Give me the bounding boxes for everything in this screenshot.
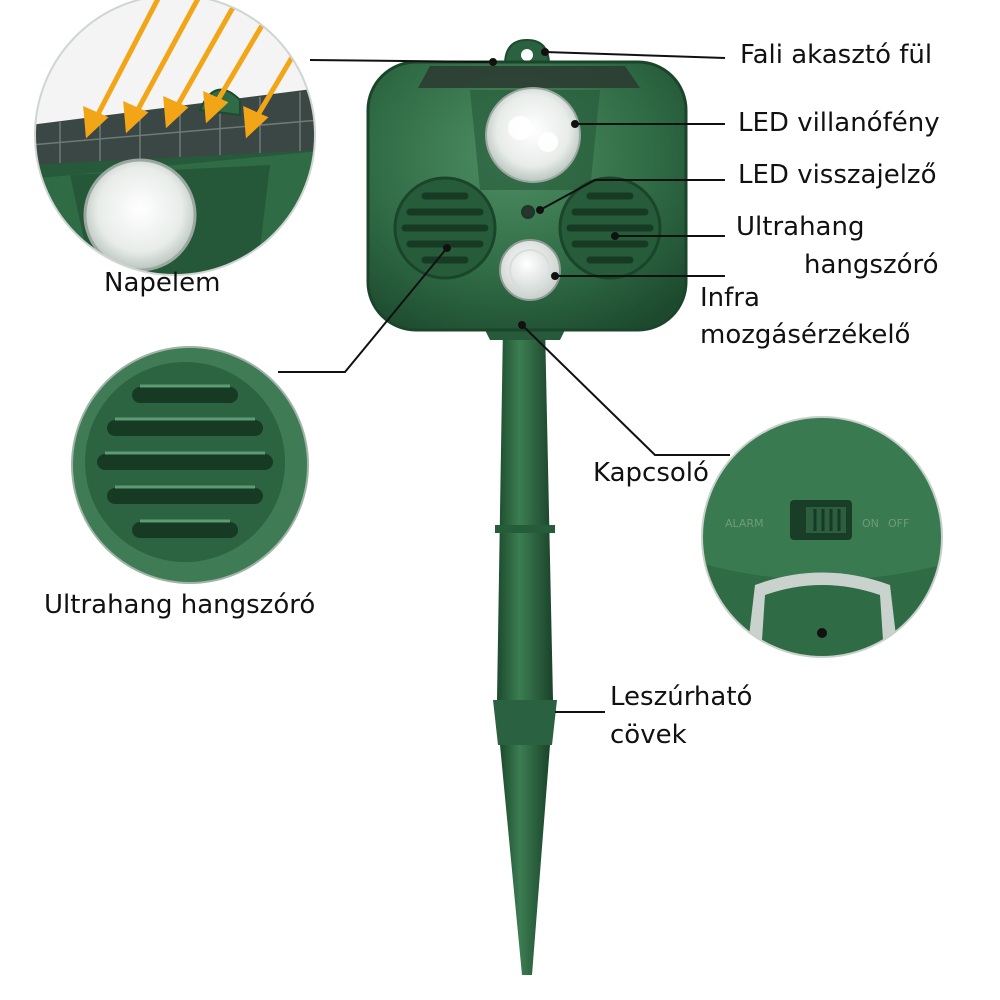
- main-device: [366, 38, 688, 975]
- label-ultrasonic-right-1: Ultrahang: [736, 212, 865, 242]
- stake: [493, 325, 557, 975]
- label-stake-1: Leszúrható: [610, 682, 753, 712]
- speaker-zoom: [71, 346, 309, 584]
- solar-panel-zoom: [34, 0, 316, 276]
- led-indicator: [521, 205, 535, 219]
- label-ultrasonic-left: Ultrahang hangszóró: [44, 590, 316, 620]
- switch-zoom: ALARM ON OFF: [701, 416, 943, 658]
- switch-alarm-label: ALARM: [725, 517, 764, 530]
- speaker-left: [393, 176, 497, 280]
- label-switch: Kapcsoló: [593, 458, 709, 488]
- label-wall-hook: Fali akasztó fül: [740, 40, 933, 70]
- solar-strip: [418, 66, 640, 88]
- switch-off-label: OFF: [888, 517, 909, 530]
- speaker-right: [558, 176, 662, 280]
- label-infrared-2: mozgásérzékelő: [700, 320, 911, 350]
- label-stake-2: cövek: [610, 720, 687, 750]
- leader-lines: [278, 48, 730, 713]
- switch-on-label: ON: [862, 517, 879, 530]
- label-infrared-1: Infra: [700, 283, 760, 313]
- infrared-sensor: [499, 239, 561, 301]
- label-led-flash: LED villanófény: [738, 108, 940, 138]
- led-flash: [485, 87, 581, 183]
- label-ultrasonic-right-2: hangszóró: [804, 250, 939, 280]
- wall-hook: [503, 38, 551, 66]
- label-solar-panel: Napelem: [104, 268, 221, 298]
- label-led-indicator: LED visszajelző: [738, 160, 937, 190]
